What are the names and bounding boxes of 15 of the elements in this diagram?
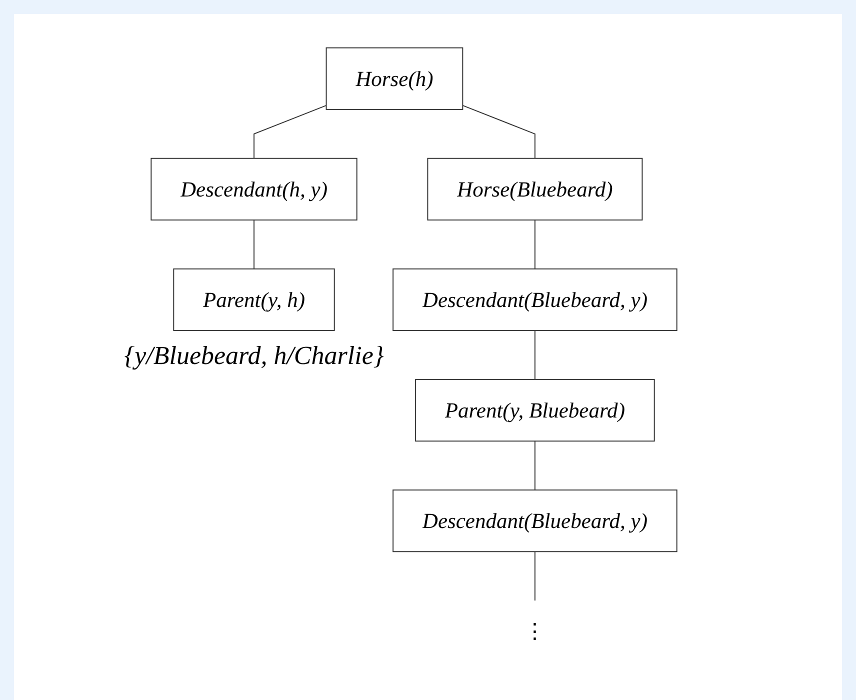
connector [534,551,536,602]
connector [534,330,536,380]
node-box: Parent(y, h) [173,268,335,332]
node-box: Descendant(Bluebeard, y) [392,490,678,552]
node-box: Descendant(Bluebeard, y) [392,268,678,332]
node-box: Horse(Bluebeard) [427,158,643,220]
connector [534,440,536,490]
connector [462,104,536,159]
node-text: ⋮ [524,619,546,644]
connector [254,104,327,159]
substitution-note: {y/Bluebeard, h/Charlie} [124,340,384,371]
node-box: Parent(y, Bluebeard) [415,378,655,442]
connector [534,220,536,270]
node-box: Horse(h) [326,47,464,110]
node-box: Descendant(h, y) [150,158,358,220]
